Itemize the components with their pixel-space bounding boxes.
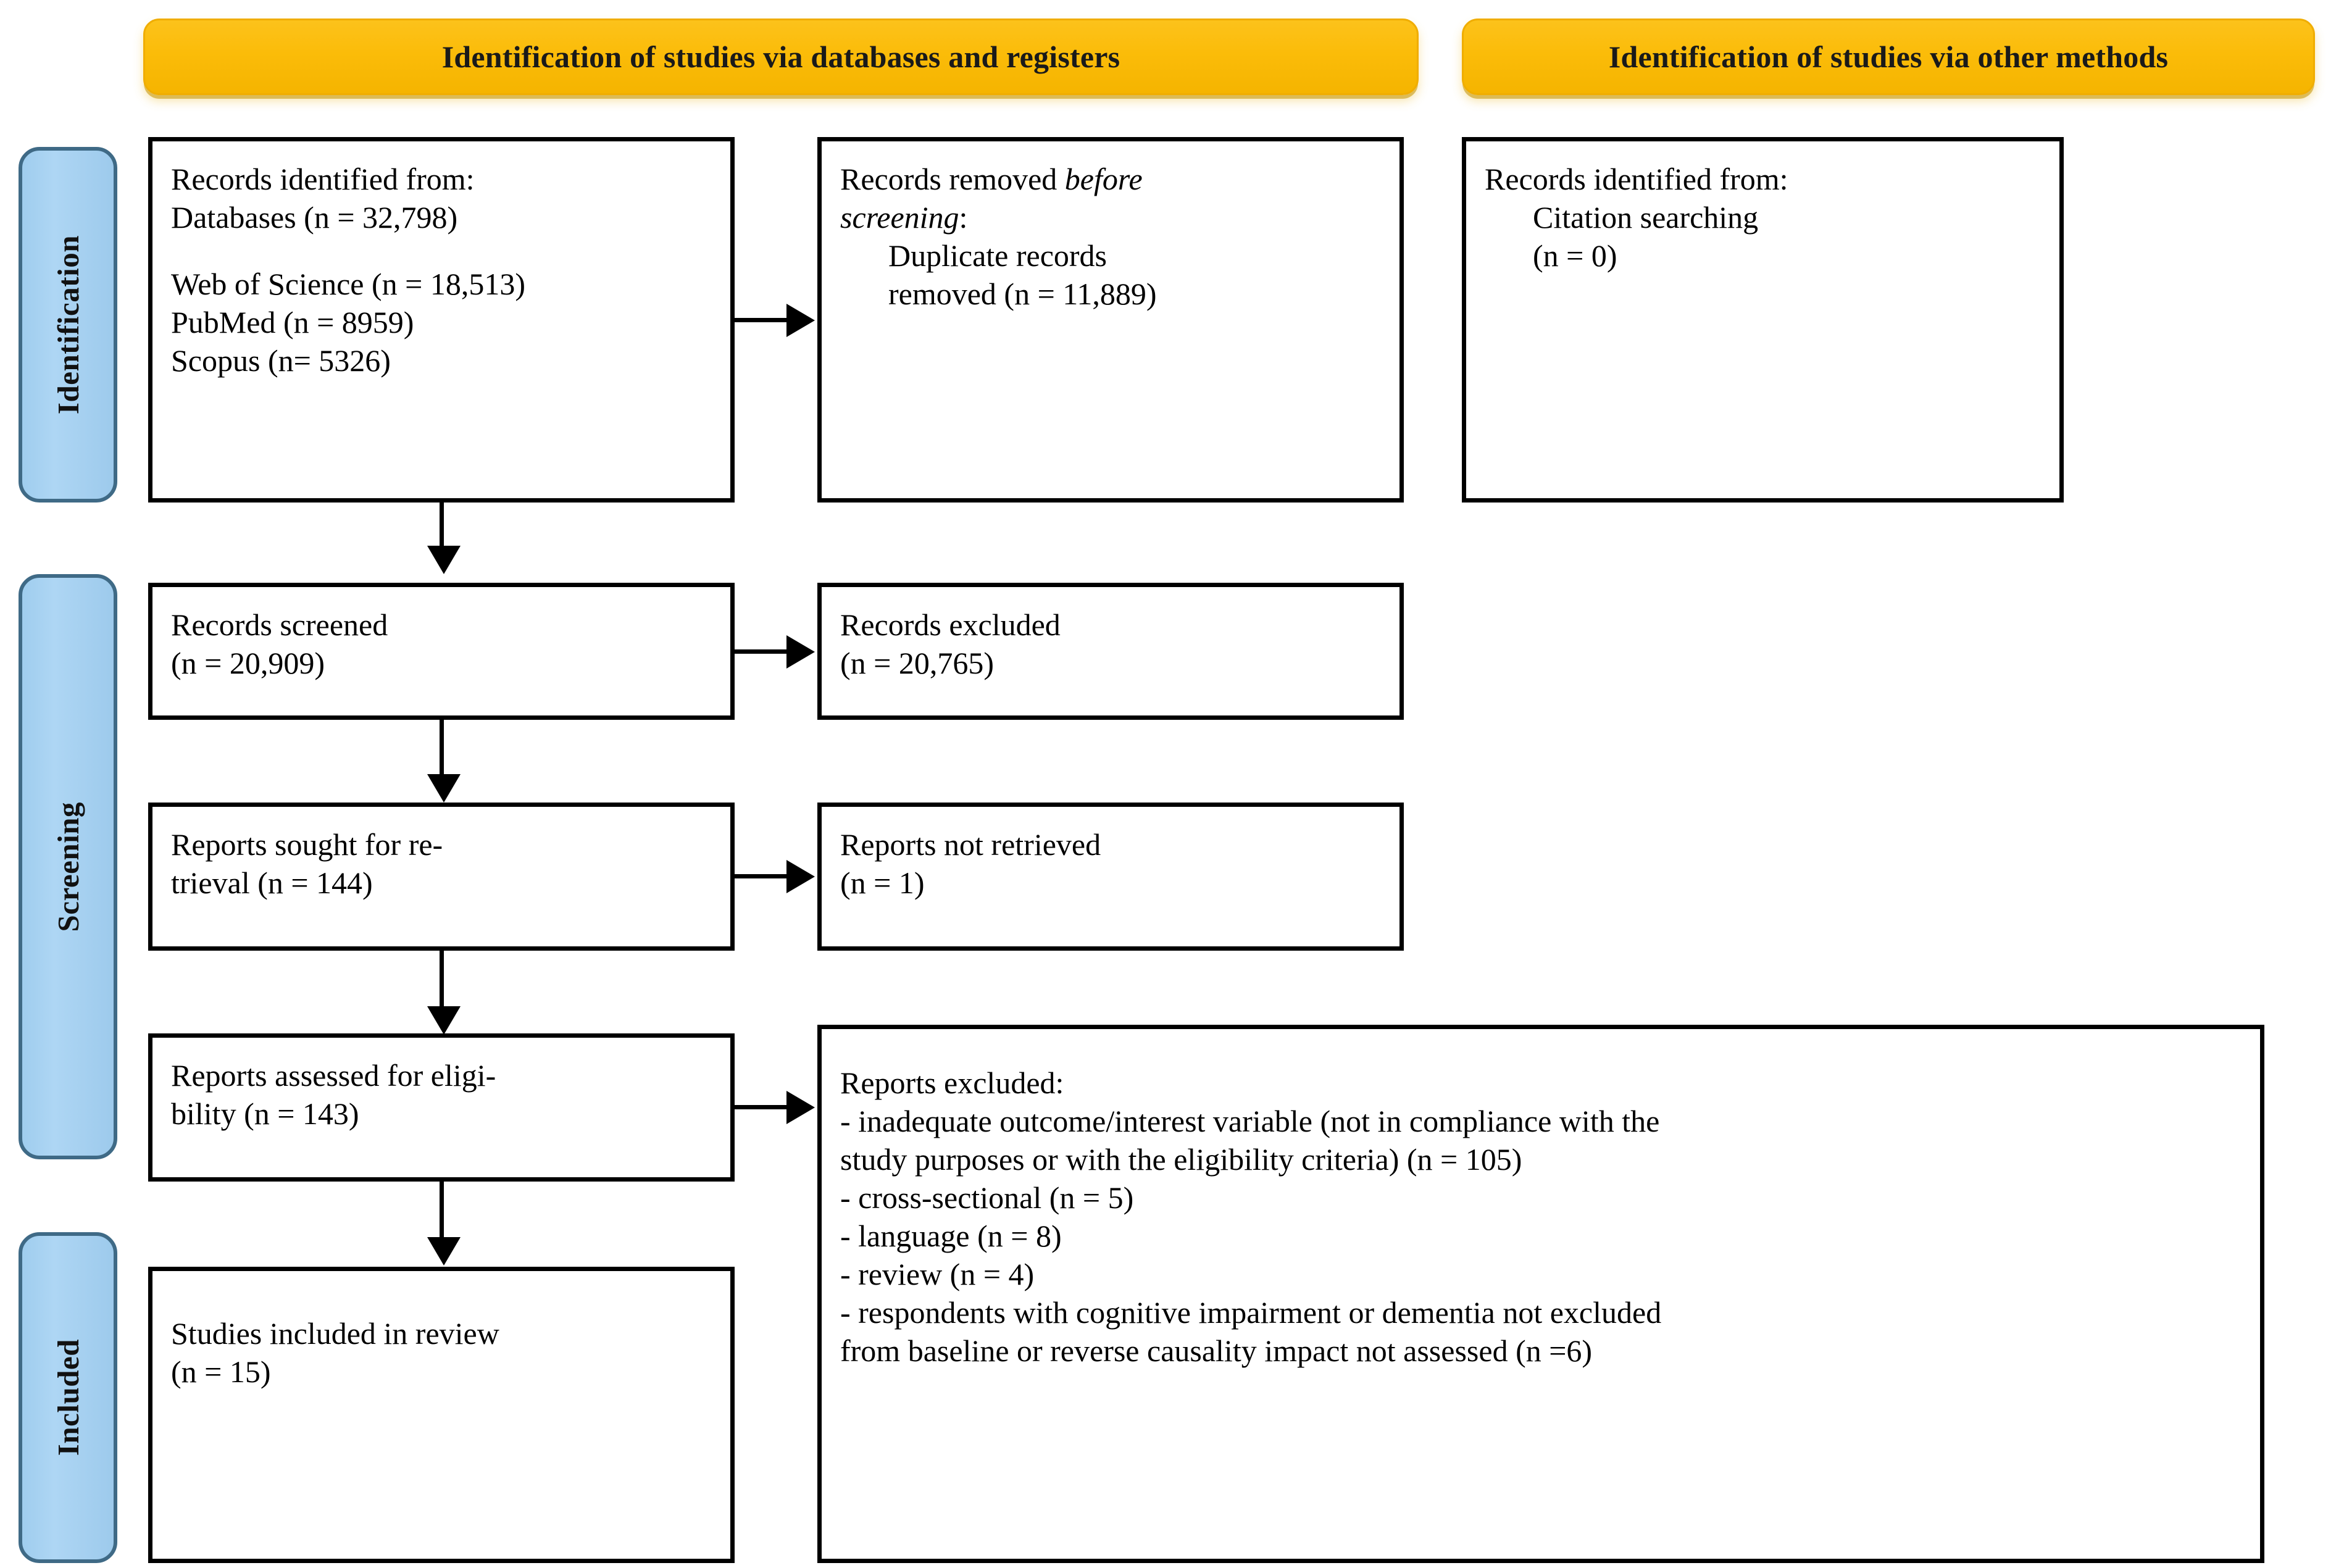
records-identified-web-of-science: Web of Science (n = 18,513) (171, 267, 525, 301)
connector-sought-to-not-retrieved (735, 874, 790, 878)
arrowhead-identified-to-removed (786, 304, 815, 337)
records-identified-title: Records identified from: (171, 162, 475, 196)
arrowhead-screened-to-excluded (786, 635, 815, 669)
reports-sought-count: trieval (n = 144) (171, 865, 373, 900)
records-screened-count: (n = 20,909) (171, 646, 325, 680)
other-methods-citation-searching: Citation searching (1533, 200, 1759, 235)
banner-other-methods: Identification of studies via other meth… (1462, 19, 2315, 95)
connector-identified-to-screened (440, 503, 444, 549)
box-reports-assessed: Reports assessed for eligi- bility (n = … (148, 1033, 735, 1182)
reports-not-retrieved-title: Reports not retrieved (840, 827, 1101, 862)
arrowhead-assessed-to-included (427, 1237, 461, 1266)
connector-screened-to-sought (440, 720, 444, 778)
reports-excluded-reason: - review (n = 4) (840, 1257, 1035, 1291)
reports-excluded-reason: study purposes or with the eligibility c… (840, 1142, 1522, 1177)
arrowhead-sought-to-assessed (427, 1006, 461, 1035)
reports-excluded-reason: - respondents with cognitive impairment … (840, 1295, 1662, 1330)
box-reports-sought: Reports sought for re- trieval (n = 144) (148, 803, 735, 951)
stage-bar-identification: Identification (19, 147, 117, 503)
stage-label-screening: Screening (51, 801, 85, 932)
records-excluded-title: Records excluded (840, 607, 1061, 642)
records-screened-title: Records screened (171, 607, 388, 642)
records-removed-duplicates-line1: Duplicate records (888, 238, 1107, 273)
reports-excluded-reason: from baseline or reverse causality impac… (840, 1333, 1593, 1368)
reports-excluded-reason: - inadequate outcome/interest variable (… (840, 1104, 1660, 1138)
arrowhead-screened-to-sought (427, 774, 461, 803)
connector-sought-to-assessed (440, 951, 444, 1010)
connector-assessed-to-reports-excluded (735, 1105, 790, 1109)
arrowhead-assessed-to-reports-excluded (786, 1091, 815, 1124)
reports-sought-title: Reports sought for re- (171, 827, 443, 862)
spacer (171, 236, 714, 265)
box-records-removed: Records removed before screening: Duplic… (817, 137, 1404, 503)
other-methods-count: (n = 0) (1533, 238, 1617, 273)
records-removed-title-italic-before: before (1064, 162, 1143, 196)
other-methods-title: Records identified from: (1485, 162, 1788, 196)
reports-assessed-title: Reports assessed for eligi- (171, 1058, 496, 1093)
reports-not-retrieved-count: (n = 1) (840, 865, 925, 900)
box-records-screened: Records screened (n = 20,909) (148, 583, 735, 720)
banner-databases-registers: Identification of studies via databases … (143, 19, 1419, 95)
stage-label-identification: Identification (51, 235, 85, 415)
box-reports-excluded: Reports excluded: - inadequate outcome/i… (817, 1025, 2264, 1563)
records-excluded-count: (n = 20,765) (840, 646, 994, 680)
stage-bar-included: Included (19, 1232, 117, 1563)
connector-screened-to-excluded (735, 649, 790, 654)
reports-excluded-title: Reports excluded: (840, 1065, 1064, 1100)
reports-assessed-count: bility (n = 143) (171, 1096, 359, 1131)
box-studies-included: Studies included in review (n = 15) (148, 1267, 735, 1563)
arrowhead-sought-to-not-retrieved (786, 860, 815, 893)
stage-bar-screening: Screening (19, 574, 117, 1159)
arrowhead-identified-to-screened (427, 546, 461, 574)
box-other-methods-identified: Records identified from: Citation search… (1462, 137, 2064, 503)
studies-included-count: (n = 15) (171, 1354, 271, 1389)
reports-excluded-reason: - language (n = 8) (840, 1219, 1062, 1253)
records-removed-duplicates-line2: removed (n = 11,889) (888, 277, 1157, 311)
box-reports-not-retrieved: Reports not retrieved (n = 1) (817, 803, 1404, 951)
box-records-identified: Records identified from: Databases (n = … (148, 137, 735, 503)
records-removed-title-line2: screening: (840, 200, 968, 235)
banner-databases-registers-label: Identification of studies via databases … (441, 40, 1120, 74)
stage-label-included: Included (51, 1339, 85, 1456)
records-removed-title: Records removed before (840, 162, 1143, 196)
banner-other-methods-label: Identification of studies via other meth… (1608, 40, 2169, 74)
records-identified-scopus: Scopus (n= 5326) (171, 343, 391, 378)
studies-included-title: Studies included in review (171, 1316, 499, 1351)
records-identified-databases: Databases (n = 32,798) (171, 200, 458, 235)
box-records-excluded: Records excluded (n = 20,765) (817, 583, 1404, 720)
connector-identified-to-removed (735, 318, 790, 322)
reports-excluded-reason: - cross-sectional (n = 5) (840, 1180, 1134, 1215)
connector-assessed-to-included (440, 1182, 444, 1241)
records-identified-pubmed: PubMed (n = 8959) (171, 305, 414, 340)
records-removed-title-italic-screening: screening (840, 200, 959, 235)
